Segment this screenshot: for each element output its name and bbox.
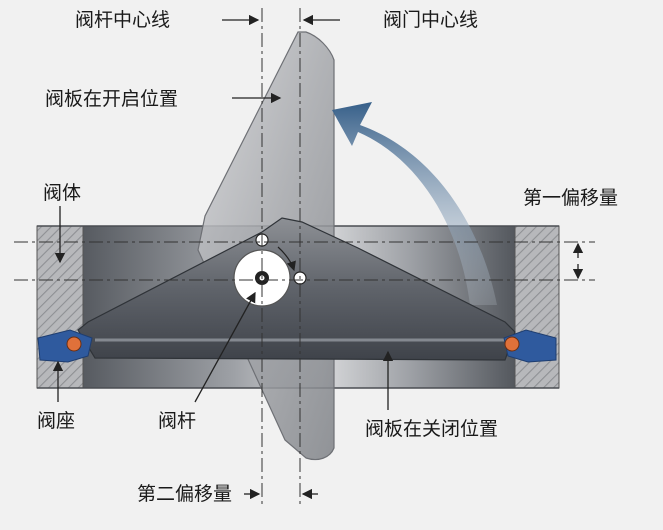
label-stem-centerline: 阀杆中心线 (75, 9, 171, 31)
label-valve-centerline: 阀门中心线 (383, 9, 479, 31)
rotation-arrow (332, 102, 497, 305)
seal-right (503, 329, 557, 363)
label-disc-closed-position: 阀板在关闭位置 (365, 418, 499, 440)
label-second-offset: 第二偏移量 (137, 483, 233, 505)
disc-closed-position (77, 217, 516, 361)
label-valve-stem: 阀杆 (158, 410, 197, 432)
valve-body-right-wall (514, 225, 560, 389)
label-valve-seat: 阀座 (37, 410, 76, 432)
label-valve-body: 阀体 (43, 182, 82, 204)
label-disc-open-position: 阀板在开启位置 (45, 88, 179, 110)
label-first-offset: 第一偏移量 (523, 187, 619, 209)
